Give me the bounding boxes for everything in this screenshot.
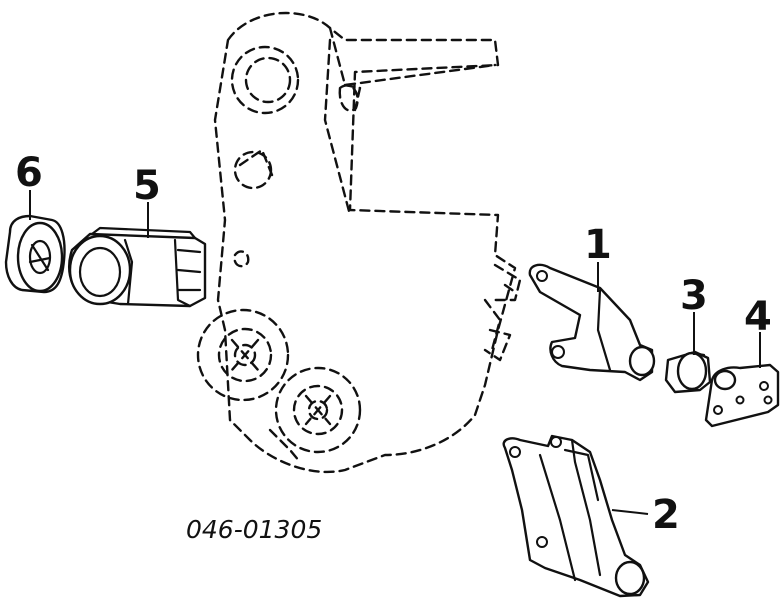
bracket-part-1 [528, 263, 656, 382]
crankshaft-pulley [196, 308, 290, 402]
callout-4: 4 [744, 294, 772, 340]
accessory-pulley [274, 366, 362, 454]
mount-part-5 [68, 226, 207, 308]
engine-block-outline [213, 11, 522, 474]
callout-2: 2 [652, 492, 680, 538]
part-number: 046-01305 [186, 515, 322, 544]
callout-5: 5 [133, 163, 161, 209]
belt-line [268, 428, 302, 464]
plate-part-4 [704, 363, 780, 428]
callout-6: 6 [15, 150, 43, 196]
leader-lines [29, 190, 761, 515]
callout-3: 3 [680, 273, 708, 319]
bushing-part-3 [664, 350, 712, 394]
bushing-part-6 [4, 214, 66, 294]
bracket-part-2 [502, 434, 650, 598]
callout-1: 1 [584, 222, 612, 268]
